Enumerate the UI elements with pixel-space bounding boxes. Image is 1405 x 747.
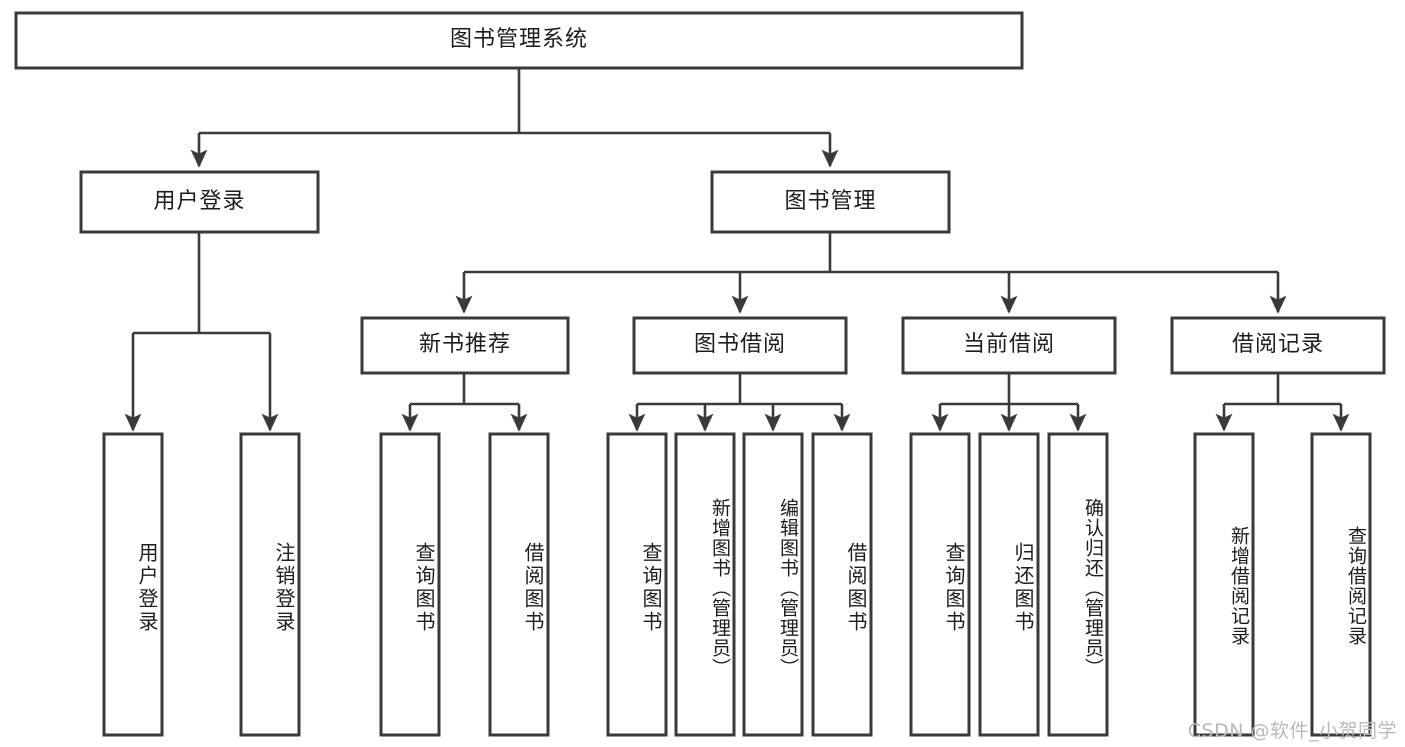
node-box-leaf-user-login[interactable]: [102, 432, 164, 737]
node-box-leaf-query-book-a[interactable]: [379, 432, 441, 737]
node-box-leaf-borrow-book-a[interactable]: [488, 432, 550, 737]
node-box-book-borrow[interactable]: [632, 316, 848, 375]
node-box-new-book-recommend[interactable]: [360, 316, 570, 375]
node-box-leaf-logout[interactable]: [239, 432, 301, 737]
node-box-borrow-record[interactable]: [1170, 316, 1386, 375]
node-box-leaf-query-book-b[interactable]: [606, 432, 668, 737]
node-box-leaf-add-record[interactable]: [1193, 432, 1255, 737]
node-box-leaf-edit-book[interactable]: [742, 432, 804, 737]
node-box-current-borrow[interactable]: [901, 316, 1117, 375]
node-box-leaf-query-book-c[interactable]: [909, 432, 971, 737]
node-box-leaf-add-book[interactable]: [674, 432, 736, 737]
node-box-book-manage[interactable]: [710, 170, 951, 234]
node-box-leaf-confirm-return[interactable]: [1047, 432, 1109, 737]
node-box-leaf-return-book[interactable]: [978, 432, 1040, 737]
node-box-root[interactable]: [14, 11, 1024, 70]
node-box-user-login[interactable]: [79, 170, 320, 234]
node-box-leaf-borrow-book-b[interactable]: [811, 432, 873, 737]
watermark-text: CSDN @软件_小贺同学: [1187, 720, 1397, 742]
node-box-leaf-query-record[interactable]: [1310, 432, 1372, 737]
